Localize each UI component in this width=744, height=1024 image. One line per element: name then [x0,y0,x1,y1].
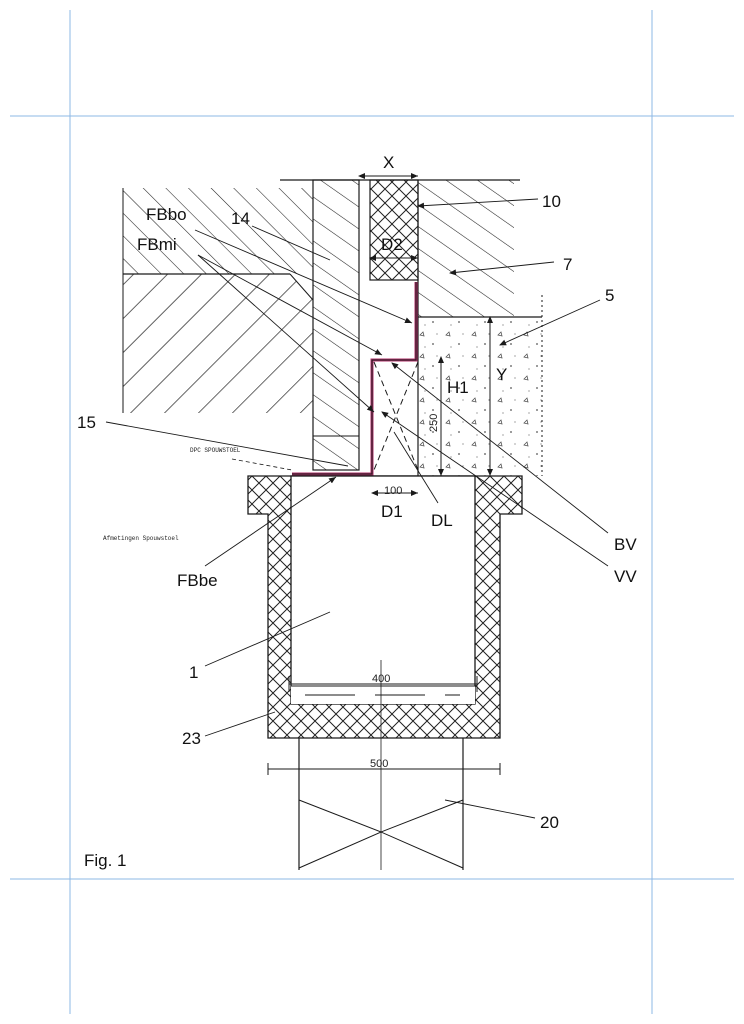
leader-lines [105,198,609,819]
label-10: 10 [542,192,561,211]
dpc-note-line [231,458,293,471]
label-15: 15 [77,413,96,432]
label-fbbo: FBbo [146,205,187,224]
label-y: Y [496,365,507,384]
dimension-inner-width: 400 [372,673,390,685]
label-fbbe: FBbe [177,571,218,590]
dimension-lines [267,173,501,775]
label-1: 1 [189,663,198,682]
existing-wall [122,188,314,413]
membrane-edge [292,282,417,475]
foundation-beam [247,475,523,739]
outer-leaf-14 [312,179,360,471]
label-23: 23 [182,729,201,748]
label-14: 14 [231,209,250,228]
note-dpc-spouwstoel: DPC SPOUWSTOEL [190,447,241,454]
label-dl: DL [431,511,453,530]
insulation-10 [369,179,419,281]
label-fbmi: FBmi [137,235,177,254]
dimension-h1-value: 250 [428,414,440,432]
label-h1: H1 [447,378,469,397]
guide-lines [10,10,734,1014]
label-bv: BV [614,535,637,554]
dimension-d1-value: 100 [384,485,402,497]
note-afmetingen: Afmetingen Spouwstoel [103,535,179,542]
dimension-outer-width: 500 [370,758,388,770]
label-7: 7 [563,255,572,274]
label-vv: VV [614,567,637,586]
label-d1: D1 [381,502,403,521]
label-5: 5 [605,286,614,305]
label-d2: D2 [381,235,403,254]
label-20: 20 [540,813,559,832]
label-x: X [383,153,394,172]
figure-caption: Fig. 1 [84,851,127,870]
